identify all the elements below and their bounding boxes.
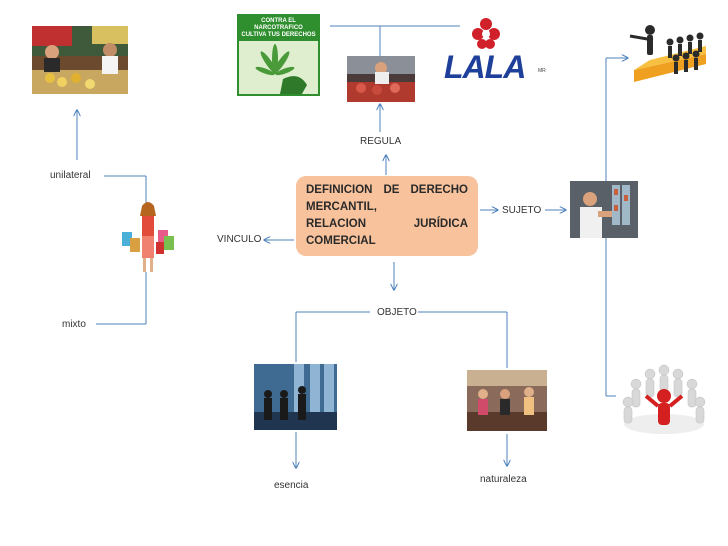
regula-market-illustration: [347, 56, 415, 102]
team-circle-graphic: [616, 360, 712, 438]
central-text: RELACION: [306, 218, 367, 230]
central-concept-box: DEFINICION DE DERECHO MERCANTIL, RELACIO…: [296, 176, 478, 256]
narcotrafico-line2: CULTIVA TUS DERECHOS: [241, 32, 316, 38]
lala-flower-icon: [472, 18, 500, 49]
lala-trademark: MR: [538, 68, 546, 74]
label-objeto: OBJETO: [377, 307, 417, 318]
central-text: MERCANTIL,: [306, 201, 377, 213]
label-sujeto: SUJETO: [502, 205, 542, 216]
naturaleza-shopping-illustration: [467, 370, 547, 431]
label-unilateral: unilateral: [50, 170, 91, 181]
central-text: JURÍDICA: [413, 218, 468, 230]
label-naturaleza: naturaleza: [480, 474, 527, 485]
market-vendor-photo: [32, 26, 128, 94]
narcotrafico-poster: CONTRA EL NARCOTRAFICO CULTIVA TUS DEREC…: [237, 14, 320, 96]
leader-podium-graphic: [620, 16, 712, 88]
label-esencia: esencia: [274, 480, 309, 491]
label-mixto: mixto: [62, 319, 86, 330]
central-text: COMERCIAL: [306, 235, 376, 247]
sujeto-store-photo: [570, 181, 638, 238]
naturaleza-shopping-photo: [467, 370, 547, 431]
esencia-business-illustration: [254, 364, 337, 430]
central-text: DERECHO: [410, 184, 468, 196]
lala-logo: LALA MR: [440, 12, 548, 92]
market-vendor-illustration: [32, 26, 128, 94]
central-text: DE: [383, 184, 400, 196]
lala-wordmark: LALA: [444, 49, 526, 85]
shopping-woman-illustration: [122, 202, 174, 272]
leaf-hand-icon: [239, 41, 318, 94]
shopping-woman-graphic: [118, 200, 178, 274]
leader-figures-illustration: [629, 25, 706, 82]
central-text: DEFINICION: [306, 184, 373, 196]
narcotrafico-poster-header: CONTRA EL NARCOTRAFICO CULTIVA TUS DEREC…: [239, 16, 318, 41]
esencia-business-photo: [254, 364, 337, 430]
label-vinculo: VINCULO: [217, 234, 262, 245]
regula-market-photo: [347, 56, 415, 102]
narcotrafico-line1: CONTRA EL NARCOTRAFICO: [254, 18, 303, 31]
label-regula: REGULA: [360, 136, 402, 147]
sujeto-store-illustration: [570, 181, 638, 238]
team-circle-illustration: [622, 364, 706, 434]
